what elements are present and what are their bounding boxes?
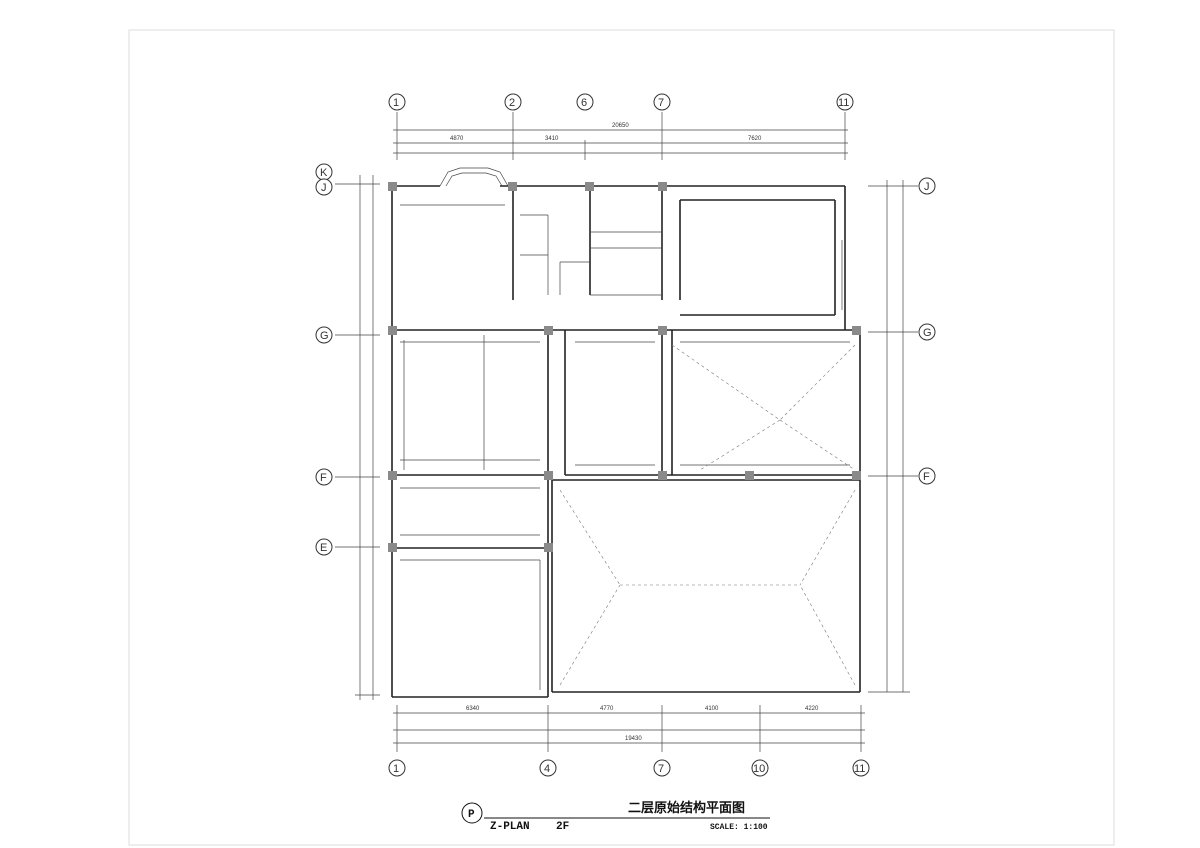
svg-text:7: 7 [658,97,664,109]
svg-text:F: F [923,471,930,483]
svg-text:J: J [321,182,327,194]
svg-text:G: G [923,327,932,339]
svg-text:7: 7 [658,763,664,775]
title-block: P Z-PLAN 2F 二层原始结构平面图 SCALE: 1:100 [461,800,770,833]
svg-text:G: G [320,330,329,342]
svg-text:4220: 4220 [805,706,819,712]
left-dimension-lines [335,175,380,700]
axis-bubble-top-6: 6 [576,93,594,111]
axis-bubble-top-1: 1 [388,93,406,111]
room-detail-lines [400,204,850,690]
hip-roof-lines [559,344,856,686]
title-symbol-circle [461,802,483,824]
svg-text:11: 11 [854,763,865,775]
svg-text:6: 6 [581,97,587,109]
svg-text:E: E [320,542,327,554]
svg-text:4770: 4770 [600,706,614,712]
axis-bubble-bottom-4: 4 [539,759,557,777]
columns [388,182,861,552]
axis-bubble-top-11: 11 [836,93,854,111]
axis-bubble-top-7: 7 [653,93,671,111]
sheet-border [128,29,1115,846]
stair-lines [520,214,662,296]
bay-window [439,167,509,187]
svg-text:11: 11 [838,97,849,109]
svg-text:F: F [320,472,327,484]
drawing-title: 二层原始结构平面图 [628,800,745,816]
svg-text:7620: 7620 [748,136,762,142]
svg-text:3410: 3410 [545,136,559,142]
svg-text:K: K [320,167,328,179]
svg-text:19430: 19430 [625,736,642,742]
outer-walls [391,185,861,698]
axis-bubble-left-E: E [315,538,333,556]
axis-bubble-left-J: J [315,178,333,196]
plan-code: Z-PLAN [490,821,530,833]
axis-bubble-right-G: G [918,323,936,341]
right-dimension-lines [868,180,918,693]
svg-text:1: 1 [393,97,399,109]
svg-text:10: 10 [753,763,765,775]
floor-label: 2F [556,821,569,833]
axis-bubble-bottom-7: 7 [653,759,671,777]
bottom-dimension-lines: 6340 4770 4100 4220 19430 [393,705,865,752]
interior-walls [392,186,860,549]
svg-text:6340: 6340 [466,706,480,712]
svg-text:1: 1 [393,763,399,775]
axis-bubble-left-F: F [315,468,333,486]
title-symbol: P [468,809,475,821]
svg-text:4870: 4870 [450,136,464,142]
axis-bubble-left-G: G [315,326,333,344]
axis-bubble-right-F: F [918,467,936,485]
axis-bubble-right-J: J [918,177,936,195]
svg-text:4: 4 [544,763,550,775]
svg-text:J: J [924,181,930,193]
axis-bubble-bottom-10: 10 [751,759,769,777]
axis-bubble-left-K: K [315,163,333,181]
axis-bubble-bottom-11: 11 [852,759,870,777]
svg-text:20650: 20650 [612,123,629,129]
drawing-scale: SCALE: 1:100 [710,823,768,832]
axis-bubble-top-2: 2 [504,93,522,111]
axis-bubble-bottom-1: 1 [388,759,406,777]
svg-text:4100: 4100 [705,706,719,712]
top-dimension-lines: 20650 4870 3410 7620 [393,112,848,160]
svg-text:2: 2 [509,97,515,109]
